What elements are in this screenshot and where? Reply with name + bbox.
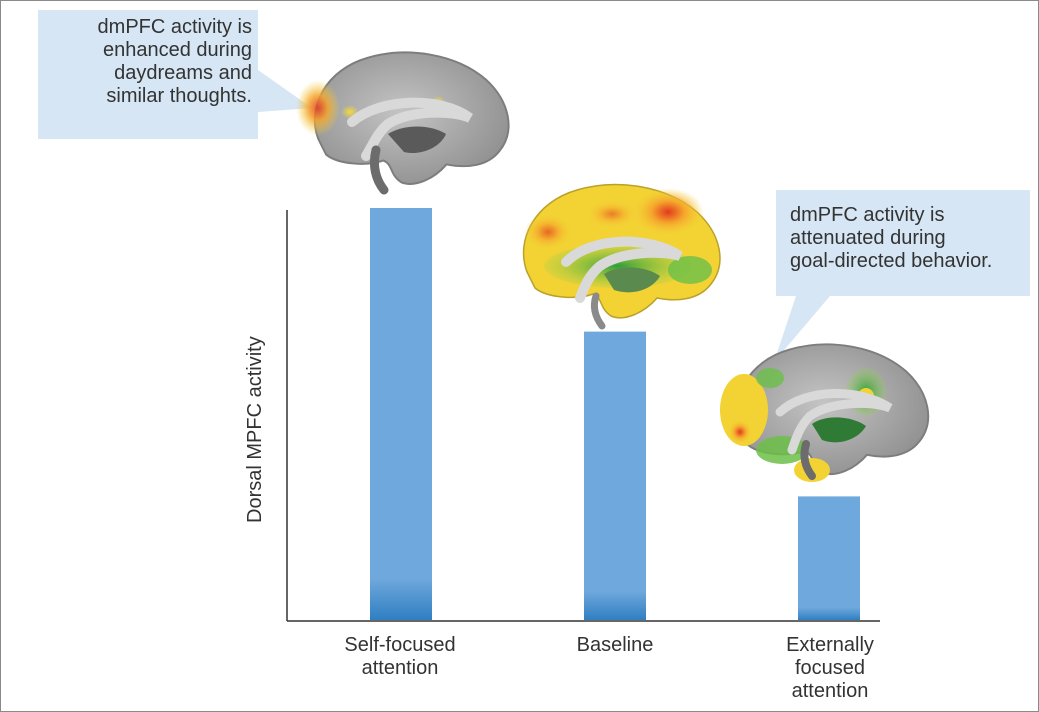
y-axis-label: Dorsal MPFC activity: [244, 336, 266, 523]
bar-self-focused: [370, 208, 432, 620]
brain-image-baseline: [522, 183, 721, 330]
brain-image-self-focused: [296, 51, 510, 195]
category-label-baseline: Baseline: [576, 634, 654, 656]
category-label-self-focused: Self-focused attention: [344, 634, 456, 679]
callout-attenuated-text: dmPFC activity is attenuated during goal…: [790, 204, 993, 272]
bar-externally-focused: [798, 496, 860, 620]
callout-attenuated: [774, 190, 1030, 362]
bar-baseline: [584, 331, 646, 620]
callout-enhanced-text: dmPFC activity is enhanced during daydre…: [97, 16, 252, 107]
category-label-externally-focused: Externally focused attention: [786, 634, 874, 702]
brain-image-externally-focused: [720, 343, 930, 482]
callout-enhanced: [38, 10, 312, 139]
bars-group: [370, 208, 860, 620]
